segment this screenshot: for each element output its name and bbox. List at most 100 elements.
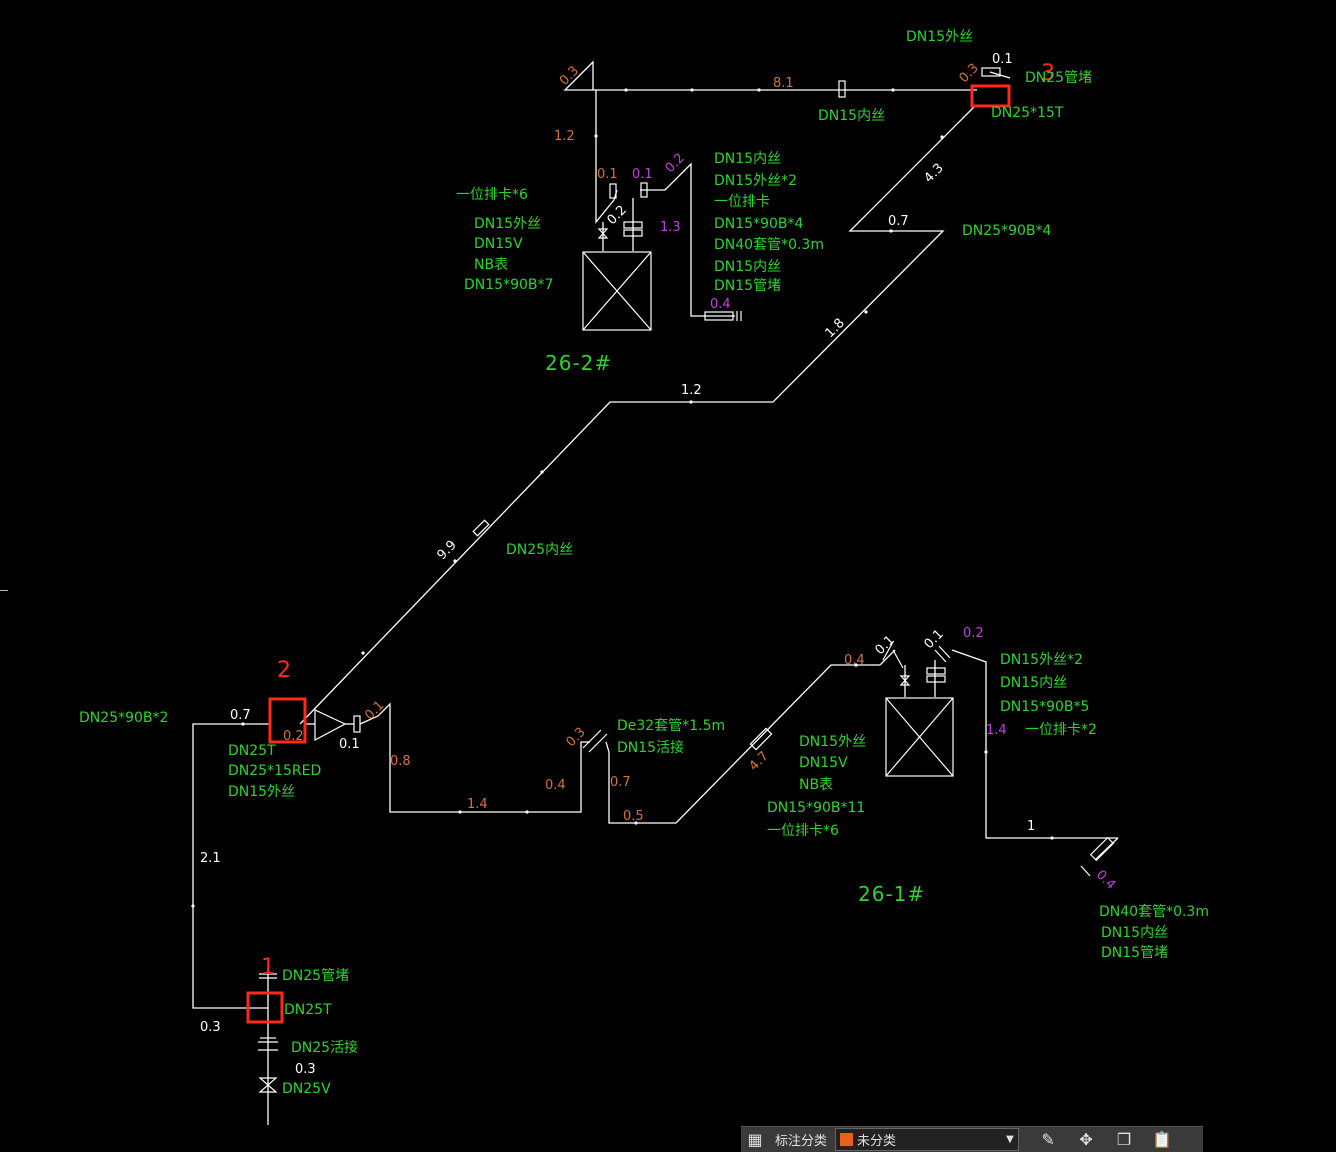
fitting-list-item: DN15外丝 xyxy=(228,784,295,800)
highlight-number-2: 2 xyxy=(277,658,291,683)
highlight-box-2 xyxy=(268,697,307,744)
connector-icon xyxy=(623,229,643,237)
fitting-label: DN25内丝 xyxy=(506,542,573,558)
fitting-label: DN25V xyxy=(282,1081,331,1097)
valve-icon xyxy=(258,1077,278,1093)
union-icon xyxy=(749,727,773,751)
category-select[interactable]: 未分类 ▼ xyxy=(835,1128,1020,1151)
pipe-network xyxy=(192,60,1119,1125)
chevron-down-icon: ▼ xyxy=(1006,1134,1014,1145)
fitting-label: DN25活接 xyxy=(291,1039,358,1056)
highlight-box-3 xyxy=(970,84,1011,108)
fitting-list-item: 一位排卡*6 xyxy=(767,823,839,839)
move-icon[interactable]: ✥ xyxy=(1079,1130,1093,1149)
dim-label: 1.2 xyxy=(554,129,575,144)
sleeve-icon xyxy=(892,649,904,669)
union-icon xyxy=(353,715,361,733)
fitting-list-item: DN15外丝 xyxy=(474,216,541,232)
category-selected-value: 未分类 xyxy=(857,1134,897,1149)
dim-label: 4.7 xyxy=(747,749,772,774)
fitting-label: DN25*90B*4 xyxy=(962,223,1051,239)
connector-icon xyxy=(640,182,648,198)
highlights: 1 2 3 xyxy=(246,61,1055,1024)
dim-label: 0.4 xyxy=(710,297,731,312)
category-color-swatch xyxy=(840,1133,854,1146)
valve-icon xyxy=(597,228,609,239)
dim-label: 0.3 xyxy=(295,1062,316,1077)
connector-icon xyxy=(981,67,1001,77)
fittings xyxy=(191,67,1115,1093)
pipe-26-1-top xyxy=(879,649,896,666)
fitting-list-item: DN25T xyxy=(228,743,276,759)
pipe-main-diagonal xyxy=(299,105,976,725)
dim-label: 0.4 xyxy=(1093,868,1118,893)
highlight-box-1 xyxy=(246,991,284,1024)
dim-label: 9.9 xyxy=(435,538,460,563)
cap-icon xyxy=(704,311,734,321)
fitting-list-item: DN15*90B*4 xyxy=(714,216,803,232)
dim-label: 0.2 xyxy=(283,729,304,744)
fitting-label: DN25管堵 xyxy=(282,968,349,984)
fitting-list-item: DN15内丝 xyxy=(714,259,781,275)
grid-icon[interactable]: ▦ xyxy=(747,1130,763,1149)
fitting-list-item: 一位排卡*6 xyxy=(456,187,528,203)
fitting-list-item: DN15外丝 xyxy=(799,734,866,750)
fitting-list-item: DN15内丝 xyxy=(714,151,781,167)
sleeve-icon xyxy=(582,729,602,749)
highlight-number-3: 3 xyxy=(1041,61,1055,86)
fitting-list-item: DN15管堵 xyxy=(714,278,781,294)
dimensions: 0.3 8.1 0.1 0.3 1.2 0.1 0.1 0.2 0.2 1.3 … xyxy=(200,52,1118,1077)
fitting-label: DN15活接 xyxy=(617,739,684,756)
annotation-toolbar: ▦ 标注分类 未分类 ▼ ✎ ✥ ❐ 📋 xyxy=(741,1126,1203,1152)
dim-label: 0.1 xyxy=(632,167,653,182)
fitting-label: DN25*90B*2 xyxy=(79,710,168,726)
dim-label: 0.4 xyxy=(844,653,865,668)
fitting-list-item: DN15管堵 xyxy=(1101,945,1168,961)
sleeve-icon xyxy=(882,641,894,661)
dim-label: 0.7 xyxy=(888,214,909,229)
dim-label: 0.1 xyxy=(922,627,947,652)
paste-icon[interactable]: 📋 xyxy=(1152,1130,1172,1149)
dim-label: 8.1 xyxy=(773,76,794,91)
edge-marker xyxy=(0,590,8,591)
dim-label: 0.8 xyxy=(390,754,411,769)
dim-label: 0.3 xyxy=(957,61,982,86)
fitting-list-item: DN15V xyxy=(799,755,848,771)
cap-icon xyxy=(1089,836,1115,862)
meter-26-1-icon xyxy=(885,697,954,777)
copy-icon[interactable]: ❐ xyxy=(1116,1130,1132,1149)
dim-label: 2.1 xyxy=(200,851,221,866)
highlight-number-1: 1 xyxy=(261,955,275,980)
fitting-label: DN25管堵 xyxy=(1025,70,1092,86)
fitting-label: DN25*15T xyxy=(991,105,1064,121)
pipe-top-run xyxy=(563,60,977,91)
dim-label: 0.1 xyxy=(362,698,387,723)
pipe-lower-run-2 xyxy=(605,664,880,824)
dim-label: 1.8 xyxy=(823,316,848,341)
fitting-list-item: DN15内丝 xyxy=(1000,675,1067,691)
category-label: 标注分类 xyxy=(775,1134,828,1149)
dim-label: 0.1 xyxy=(873,633,898,658)
fitting-label: DN15内丝 xyxy=(818,108,885,124)
edit-icon[interactable]: ✎ xyxy=(1041,1130,1055,1149)
union-icon xyxy=(472,519,490,537)
fitting-list-item: DN15V xyxy=(474,236,523,252)
dim-label: 0.1 xyxy=(339,737,360,752)
dim-label: 0.1 xyxy=(992,52,1013,67)
reducer-icon xyxy=(314,709,347,741)
fitting-list-item: DN40套管*0.3m xyxy=(714,237,824,253)
fitting-list-item: DN15内丝 xyxy=(1101,925,1168,941)
meter-26-2-icon xyxy=(582,251,652,331)
fitting-list-item: DN15*90B*7 xyxy=(464,277,553,293)
annotations: DN15外丝 DN25管堵 DN15内丝 DN25*15T DN25*90B*4… xyxy=(79,29,1209,1097)
room-label-26-1: 26-1# xyxy=(858,882,925,906)
pipe-26-1-end xyxy=(1094,837,1119,861)
dim-label: 1.3 xyxy=(660,220,681,235)
dim-label: 0.2 xyxy=(963,626,984,641)
pipe-26-2-drop xyxy=(595,90,618,224)
fitting-list-item: DN15*90B*11 xyxy=(767,800,865,816)
dim-label: 1.4 xyxy=(467,797,488,812)
dim-label: 0.4 xyxy=(545,778,566,793)
valve-icon xyxy=(899,675,911,686)
